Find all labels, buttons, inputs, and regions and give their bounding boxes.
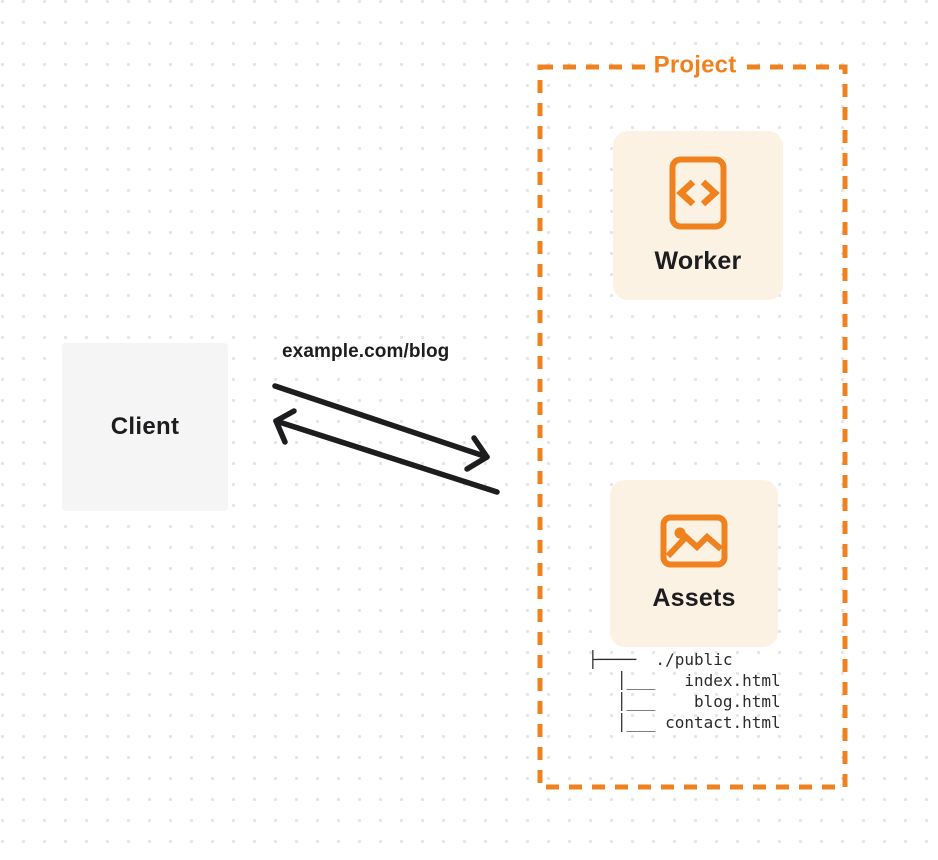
assets-card: Assets xyxy=(610,480,778,647)
worker-card: Worker xyxy=(613,131,783,300)
image-icon xyxy=(660,514,728,568)
worker-label: Worker xyxy=(654,246,742,275)
file-tree: ├──── ./public │___ index.html │___ blog… xyxy=(588,650,781,732)
assets-label: Assets xyxy=(652,584,736,612)
code-icon xyxy=(669,156,727,229)
request-label: example.com/blog xyxy=(282,341,450,362)
project-label: Project xyxy=(646,49,744,82)
request-arrow xyxy=(272,383,490,472)
client-box: Client xyxy=(62,343,228,511)
client-label: Client xyxy=(110,413,180,440)
response-arrow xyxy=(273,408,500,495)
project-boundary xyxy=(537,64,848,790)
